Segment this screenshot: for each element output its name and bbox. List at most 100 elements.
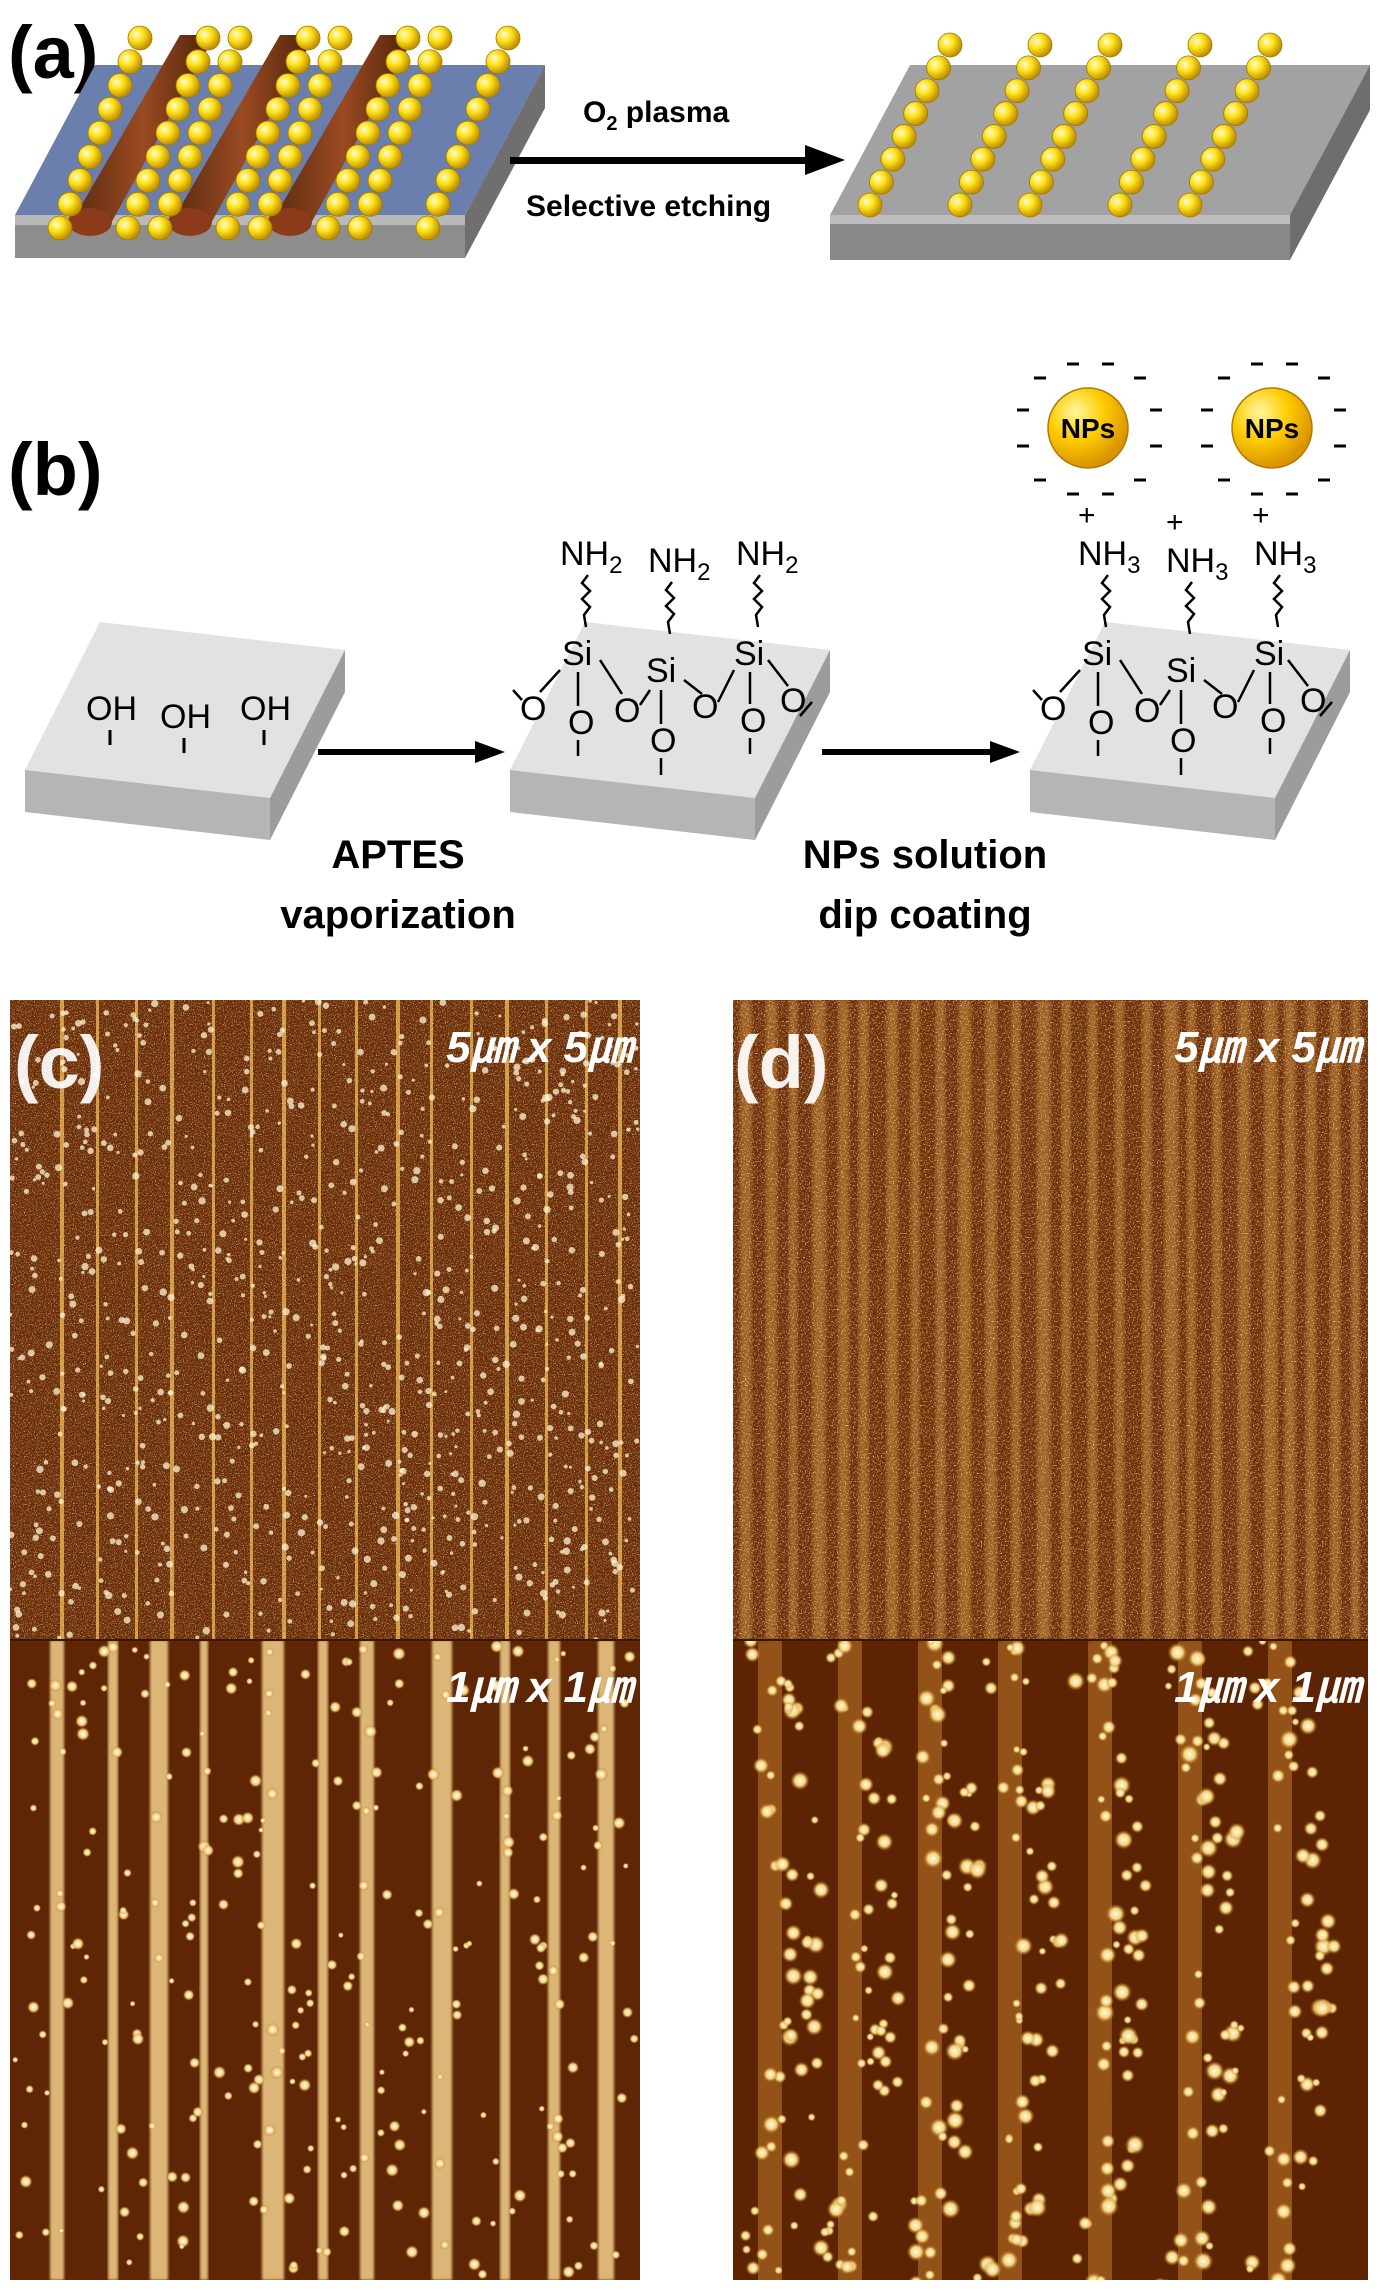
nanoparticle-dot xyxy=(385,1459,393,1467)
nanoparticle-dot xyxy=(296,1278,301,1282)
nanoparticle-dot xyxy=(275,1049,282,1055)
nanoparticle xyxy=(1246,55,1271,81)
nanoparticle-dot xyxy=(385,2163,400,2178)
nanoparticle-dot xyxy=(359,1339,364,1344)
nanoparticle xyxy=(1027,32,1053,58)
nanoparticle-dot xyxy=(278,1255,283,1260)
nanoparticle-dot xyxy=(476,1187,483,1194)
nanoparticle-dot xyxy=(1192,1996,1207,2010)
nanoparticle-dot xyxy=(69,1300,77,1308)
nanoparticle-dot xyxy=(1270,1768,1286,1784)
nanoparticle-dot xyxy=(330,1286,334,1290)
nanoparticle xyxy=(327,25,353,51)
nanoparticle-dot xyxy=(415,2036,425,2046)
nanoparticle-dot xyxy=(326,1604,333,1612)
nanoparticle-dot xyxy=(91,1187,96,1191)
nanoparticle-dot xyxy=(61,1406,67,1412)
nanoparticle-dot xyxy=(60,1371,65,1376)
nanoparticle-dot xyxy=(168,1977,175,1985)
nanoparticle-dot xyxy=(426,1767,441,1782)
nanoparticle-dot xyxy=(1277,1704,1289,1717)
nanoparticle-dot xyxy=(39,1374,46,1381)
nanoparticle-dot xyxy=(1005,1643,1015,1652)
nanoparticle-dot xyxy=(1236,2023,1246,2033)
nanoparticle-dot xyxy=(473,1096,481,1103)
nanoparticle-dot xyxy=(321,2246,332,2257)
nanoparticle-dot xyxy=(329,1619,334,1624)
nanoparticle-dot xyxy=(511,1485,517,1490)
panel-label-a: (a) xyxy=(8,11,98,94)
nanoparticle-dot xyxy=(181,1200,187,1206)
nanoparticle-dot xyxy=(156,1419,161,1425)
nanoparticle-dot xyxy=(359,1259,367,1267)
nanoparticle-dot xyxy=(182,1989,195,2001)
nanoparticle-dot xyxy=(134,1070,142,1078)
nanoparticle-dot xyxy=(88,1268,96,1275)
nanoparticle-dot xyxy=(216,1337,223,1344)
nanoparticle-dot xyxy=(182,1004,190,1011)
nanoparticle xyxy=(1257,32,1283,58)
nanoparticle-dot xyxy=(917,1689,936,1708)
polymer-line xyxy=(108,1640,118,2280)
nanoparticle-dot xyxy=(1217,2123,1229,2135)
nanoparticle-dot xyxy=(380,1084,388,1092)
nanoparticle-dot xyxy=(799,2008,814,2022)
nanoparticle-dot xyxy=(289,1200,294,1205)
nanoparticle-dot xyxy=(611,2250,621,2260)
nanoparticle-dot xyxy=(458,1317,462,1321)
nanoparticle-dot xyxy=(1166,1663,1177,1675)
nanoparticle xyxy=(177,144,203,170)
nanoparticle-dot xyxy=(265,2022,280,2037)
nanoparticle xyxy=(147,215,173,241)
nanoparticle-dot xyxy=(566,1750,577,1761)
nanoparticle-dot xyxy=(217,1095,222,1100)
nanoparticle-dot xyxy=(928,1705,948,1725)
nanoparticle-dot xyxy=(584,1315,590,1321)
nanoparticle-dot xyxy=(545,1342,549,1346)
nanoparticle-dot xyxy=(78,1318,84,1324)
nanoparticle xyxy=(495,25,521,51)
nanoparticle-dot xyxy=(197,1282,204,1289)
nanoparticle-dot xyxy=(908,2275,924,2280)
nanoparticle-dot xyxy=(281,1079,288,1087)
nanoparticle-dot xyxy=(427,1139,432,1144)
nanoparticle xyxy=(265,96,291,122)
nanoparticle-dot xyxy=(624,1453,629,1458)
oxygen-2: O xyxy=(568,704,594,742)
nanoparticle-dot xyxy=(397,1460,402,1464)
nanoparticle-dot xyxy=(577,1030,584,1037)
nanoparticle-dot xyxy=(1193,2251,1214,2272)
nanoparticle xyxy=(175,73,201,98)
nanoparticle-dot xyxy=(60,1010,66,1016)
nanoparticle xyxy=(425,191,451,217)
nanoparticle-dot xyxy=(761,2223,775,2237)
nanoparticle-dot xyxy=(1272,1822,1283,1834)
nanoparticle-dot xyxy=(556,2142,568,2154)
nanoparticle-dot xyxy=(596,1516,602,1523)
nanoparticle-dot xyxy=(1224,1887,1236,1898)
nanoparticle-dot xyxy=(1153,2277,1166,2280)
nanoparticle-dot xyxy=(518,1434,525,1440)
nanoparticle-dot xyxy=(183,1533,189,1539)
nanoparticle-dot xyxy=(61,1066,68,1073)
nanoparticle-dot xyxy=(378,1406,385,1413)
nanoparticle-dot xyxy=(54,1900,67,1913)
nanoparticle xyxy=(307,73,333,98)
nanoparticle-dot xyxy=(1296,2073,1307,2084)
nanoparticle-dot xyxy=(393,1141,400,1147)
nanoparticle-dot xyxy=(408,1613,413,1619)
nanoparticle-dot xyxy=(392,1646,406,1661)
nanoparticle-dot xyxy=(251,2020,260,2029)
nanoparticle-dot xyxy=(286,1097,294,1105)
nanoparticle-dot xyxy=(202,1627,211,1635)
nanoparticle-dot xyxy=(203,1069,207,1074)
nanoparticle-dot xyxy=(890,1891,899,1900)
nanoparticle-dot xyxy=(202,1766,212,1776)
nanoparticle-dot xyxy=(440,1570,445,1575)
nanoparticle-dot xyxy=(296,1190,302,1196)
nanoparticle xyxy=(415,215,441,241)
nanoparticle-dot xyxy=(1131,1861,1144,1874)
nanoparticle xyxy=(107,73,133,98)
nanoparticle-dot xyxy=(1179,1744,1200,1765)
nanoparticle-dot xyxy=(513,1063,521,1071)
